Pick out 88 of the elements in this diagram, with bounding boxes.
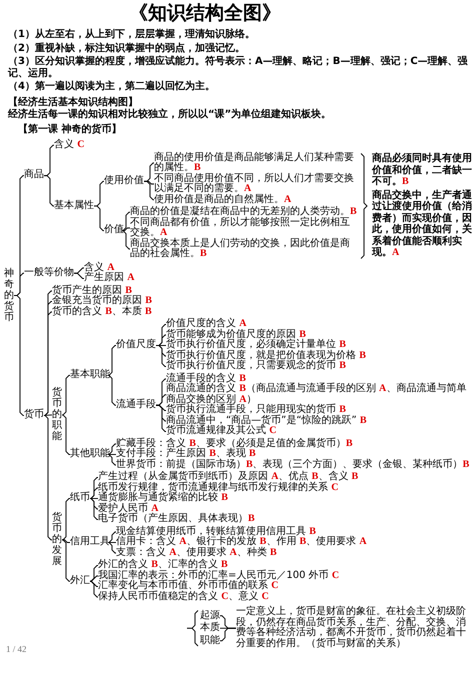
point-text: 信用卡：含义 A、银行卡的发放 B、作用 B、使用要求 A [116,537,367,548]
instruction-text: （1）从左至右，从上到下，层层掌握，理清知识脉络。 [8,29,255,40]
brace-line [90,488,98,499]
instruction-text: （2）重视补缺，标注知识掌握中的弱点，加强记忆。 [8,42,245,54]
brace-line [110,542,116,543]
point-text: 外汇的含义 B、汇率的含义 B [98,560,228,571]
brace-line [108,542,116,554]
brace-line [90,580,98,587]
topic-text: 职能 [200,636,220,646]
vertical-topic-text: 货币的职能 [52,387,62,442]
brace-line [108,532,116,543]
point-text: 价值尺度的含义 A [166,319,246,330]
topic-text: 商品 [24,170,44,181]
brace-line [90,576,98,582]
point-text: 通货膨胀与通货紧缩的比较 B [98,493,228,504]
page-number: 1 / 42 [6,644,27,655]
note-text: 商品必须同时具有使用价值和价值，二者缺一不可。B [372,153,472,188]
brace-line [44,415,52,540]
brace-line [108,374,116,406]
brace-line [108,444,116,455]
point-text: 金银充当货币的原因 B [52,296,152,307]
point-text: 货币执行流通手段，只能用现实的货币 B [166,405,346,416]
brace-line [90,580,98,598]
point-text: 产生原因 A [84,273,134,284]
topic-text: 外汇 [70,576,90,586]
topic-text: 流通手段 [116,400,156,410]
instruction-text: （4）第一遍以阅读为主，第二遍以回忆为主。 [8,81,215,92]
brace-line [62,539,70,543]
brace-line [94,206,104,232]
point-text: 使用价值是商品的自然属性。A [154,194,292,205]
point-text: 支付手段：产生原因 B、表现 B [116,449,256,460]
point-text: 商品的价值是凝结在商品中的无差别的人类劳动。B [130,207,357,218]
instruction-text: （3）区分知识掌握的程度，增强应试能力。符号表示：A—理解、略记；B—理解、强记；C—理解、强记、运用。 [8,56,469,79]
point-text: 货币的含义 B、本质 B [52,306,152,318]
point-text: 世界货币：前提（国际市场）B、表现（三个方面）、要求（金银、某种纸币）B [116,460,470,470]
brace-line [44,175,54,206]
brace-line [14,295,24,416]
topic-text: 本质 [200,623,220,634]
topic-text: 使用价值 [104,176,144,187]
point-text: 汇率变化与本币币值、外币币值的联系 C [98,581,278,592]
point-text: 商品交换本质上是人们劳动的交换，因此价值是商品的社会属性。B [130,238,358,260]
point-text: 不同商品使用价值不同，所以人们才需要交换以满足不同的需要。A [154,174,358,194]
brace-line [220,628,236,642]
point-text: 货币流通规律及其公式 C [166,426,276,437]
brace-line [124,228,130,232]
brace-line [62,374,70,416]
topic-text: 基本属性 [54,200,94,212]
brace-line [156,345,166,367]
brace-line [62,539,70,582]
note-text: 商品交换中，生产者通过让渡使用价值（给消费者）而实现价值，因此，使用价值如何，关系着价值能否顺利实现。A [372,190,472,259]
brace-line [144,180,154,200]
topic-text: 价值尺度 [116,340,156,351]
point-text: 电子货币（产生原因、具体表现）B [98,514,255,525]
topic-text: 纸币 [70,493,90,504]
vertical-topic-text: 货币的发展 [52,512,62,568]
brace-line [156,404,166,432]
brace-line [122,212,130,232]
point-text: 支票：含义 A、使用要求 A、种类 B [116,548,277,558]
brace-line [62,414,70,455]
point-text: 商品的使用价值是商品能够满足人们某种需要的属性。B [154,152,358,174]
topic-text: 其他职能 [70,449,110,460]
brace-line [90,498,98,520]
topic-text: 货币 [24,410,44,421]
brace-line [44,414,52,416]
brace-line [108,345,116,376]
topic-text: 信用工具 [70,537,110,548]
brace-line [108,454,116,466]
topic-text: 价值 [104,225,124,236]
point-text: 不同商品都有价值，所以才能够按照一定比例相互交换。A [130,218,358,238]
title: 《知识结构全图》 [129,2,281,25]
point-text: 保持人民币币值稳定的含义 C、意义 C [98,592,269,602]
point-text: 货币执行价值尺度，只需要观念的货币 B [166,361,346,372]
brace-line [110,454,116,455]
vertical-topic-text: 神奇的货币 [4,268,14,324]
brace-line [122,230,130,250]
brace-line [62,498,70,540]
brace-line [74,272,84,279]
topic-text: 起源 [200,610,220,621]
summary-text: 一定意义上，货币是财富的象征。在社会主义初级阶段，仍然存在商品货币关系，生产、分配、交换、消费等各种经济活动，都离不开货币，货币仍然起着十分重要的作用。（货币与财富的关系） [236,607,472,650]
point-text: 货币执行价值尺度，必须确定计量单位 B [166,340,346,351]
section-heading: 【经济生活基本知识结构图】 [8,96,138,108]
intro-text: 经济生活每一课的知识相对比较独立，所以以“课”为单位组建知识板块。 [8,109,332,120]
topic-text: 一般等价物 [24,268,74,278]
topic-text: 基本职能 [70,370,110,381]
section-heading: 【第一课 神奇的货币】 [18,124,122,135]
point-text: 产生过程（从金属货币到纸币）及原因 A、优点 B、含义 B [98,472,358,483]
point-text: 含义 C [54,140,84,150]
brace-line [90,498,98,499]
